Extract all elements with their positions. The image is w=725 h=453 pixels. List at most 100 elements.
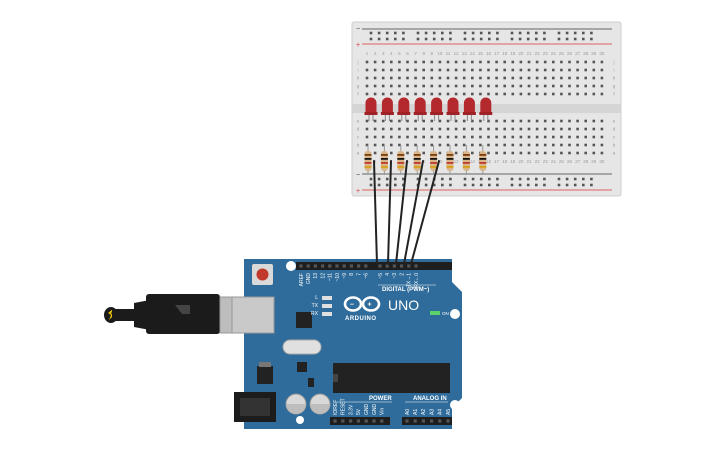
breadboard-hole xyxy=(373,60,377,64)
rail-hole xyxy=(377,31,381,35)
breadboard-row-label: c xyxy=(357,135,360,140)
breadboard-column-label: 23 xyxy=(543,51,549,56)
breadboard-hole xyxy=(600,135,604,139)
rail-hole xyxy=(432,37,436,41)
breadboard-hole xyxy=(365,143,369,147)
rail-hole xyxy=(416,31,420,35)
logo-minus-glyph: − xyxy=(350,302,354,309)
resistor-band xyxy=(413,162,421,164)
breadboard-hole xyxy=(487,127,490,131)
breadboard-hole xyxy=(503,151,506,155)
breadboard-hole xyxy=(519,92,523,96)
breadboard-column-label: 23 xyxy=(543,159,549,164)
digital-pin-label: ~3 xyxy=(392,273,398,279)
power-pin-label: IOREF xyxy=(333,400,339,415)
rail-hole xyxy=(496,31,499,35)
rail-hole xyxy=(526,177,530,181)
header-pin xyxy=(357,264,361,268)
reset-button-cap[interactable] xyxy=(256,268,269,281)
breadboard-hole xyxy=(414,119,417,123)
header-pin xyxy=(333,419,337,423)
breadboard-hole xyxy=(535,143,539,147)
breadboard-column-label: 7 xyxy=(414,51,417,56)
resistor-band xyxy=(397,154,405,156)
breadboard-column-label: 25 xyxy=(559,51,565,56)
led xyxy=(380,97,394,121)
usb-trident-icon xyxy=(175,305,190,314)
breadboard-hole xyxy=(543,68,547,72)
jumper-wire xyxy=(403,160,424,265)
breadboard-hole xyxy=(600,143,604,147)
breadboard-hole xyxy=(390,68,393,72)
rail-hole xyxy=(394,37,397,41)
breadboard-column-label: 15 xyxy=(478,51,484,56)
breadboard-hole xyxy=(568,84,571,88)
status-led xyxy=(322,296,332,300)
header-pin xyxy=(349,264,353,268)
breadboard-hole xyxy=(552,76,555,80)
breadboard-hole xyxy=(422,119,425,123)
breadboard-column-label: 10 xyxy=(437,51,443,56)
resistor-band xyxy=(380,158,388,160)
breadboard-hole xyxy=(406,143,409,147)
header-pin xyxy=(356,419,360,423)
breadboard-hole xyxy=(430,68,434,72)
header-pin xyxy=(335,264,339,268)
breadboard-hole xyxy=(422,84,425,88)
breadboard-hole xyxy=(519,135,523,139)
breadboard-hole xyxy=(600,127,604,131)
resistor-band xyxy=(479,158,487,160)
digital-pin-label: 12 xyxy=(320,273,326,279)
rail-hole xyxy=(535,177,538,181)
breadboard-hole xyxy=(487,119,490,123)
jumper-wire xyxy=(373,160,378,265)
header-pin xyxy=(380,419,384,423)
breadboard-hole xyxy=(552,151,555,155)
breadboard-hole xyxy=(479,76,482,80)
breadboard-row-label: i xyxy=(358,68,359,73)
breadboard-hole xyxy=(584,60,587,64)
breadboard-hole xyxy=(600,68,604,72)
breadboard-hole xyxy=(576,92,579,96)
breadboard-hole xyxy=(479,92,482,96)
resistor xyxy=(462,145,470,175)
breadboard-hole xyxy=(600,151,604,155)
jumper-wire xyxy=(387,160,392,265)
breadboard-hole xyxy=(519,68,523,72)
breadboard-hole xyxy=(365,76,369,80)
rail-hole xyxy=(463,31,467,35)
breadboard-hole xyxy=(543,143,547,147)
breadboard-hole xyxy=(381,119,385,123)
led-rim xyxy=(430,112,444,115)
breadboard-column-label: 25 xyxy=(559,159,565,164)
rail-hole xyxy=(432,31,436,35)
breadboard-hole xyxy=(414,68,417,72)
digital-pin-label: ~5 xyxy=(378,273,384,279)
resistor-group xyxy=(364,145,487,175)
rail-hole xyxy=(479,31,483,35)
breadboard-hole xyxy=(487,143,490,147)
led-rim xyxy=(397,112,411,115)
breadboard-hole xyxy=(462,143,466,147)
digital-pin-label: RX←0 xyxy=(414,273,420,288)
breadboard-hole xyxy=(584,76,587,80)
breadboard-hole xyxy=(511,143,515,147)
breadboard-hole xyxy=(584,143,587,147)
breadboard-column-label: 18 xyxy=(502,51,508,56)
breadboard-hole xyxy=(535,68,539,72)
breadboard-hole xyxy=(454,151,458,155)
power-jack-inner xyxy=(240,398,270,416)
breadboard-hole xyxy=(471,92,474,96)
breadboard-hole xyxy=(462,135,466,139)
breadboard-hole xyxy=(560,143,563,147)
breadboard-hole xyxy=(584,119,587,123)
rail-hole xyxy=(385,177,389,181)
breadboard-row-label: f xyxy=(613,92,615,97)
breadboard-hole xyxy=(592,127,596,131)
breadboard-hole xyxy=(495,135,498,139)
rail-hole xyxy=(471,37,475,41)
mounting-hole xyxy=(450,400,460,410)
breadboard-hole xyxy=(390,119,393,123)
digital-pin-label: ~6 xyxy=(364,273,370,279)
rail-hole xyxy=(535,31,538,35)
